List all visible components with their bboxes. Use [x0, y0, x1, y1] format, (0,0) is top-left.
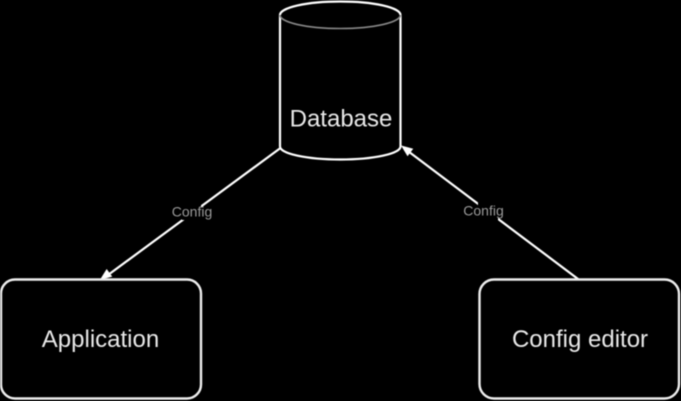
- svg-text:Config editor: Config editor: [512, 326, 648, 353]
- svg-text:Config: Config: [172, 204, 212, 220]
- svg-text:Config: Config: [463, 203, 503, 219]
- svg-text:Database: Database: [290, 106, 393, 133]
- svg-text:Application: Application: [42, 326, 159, 353]
